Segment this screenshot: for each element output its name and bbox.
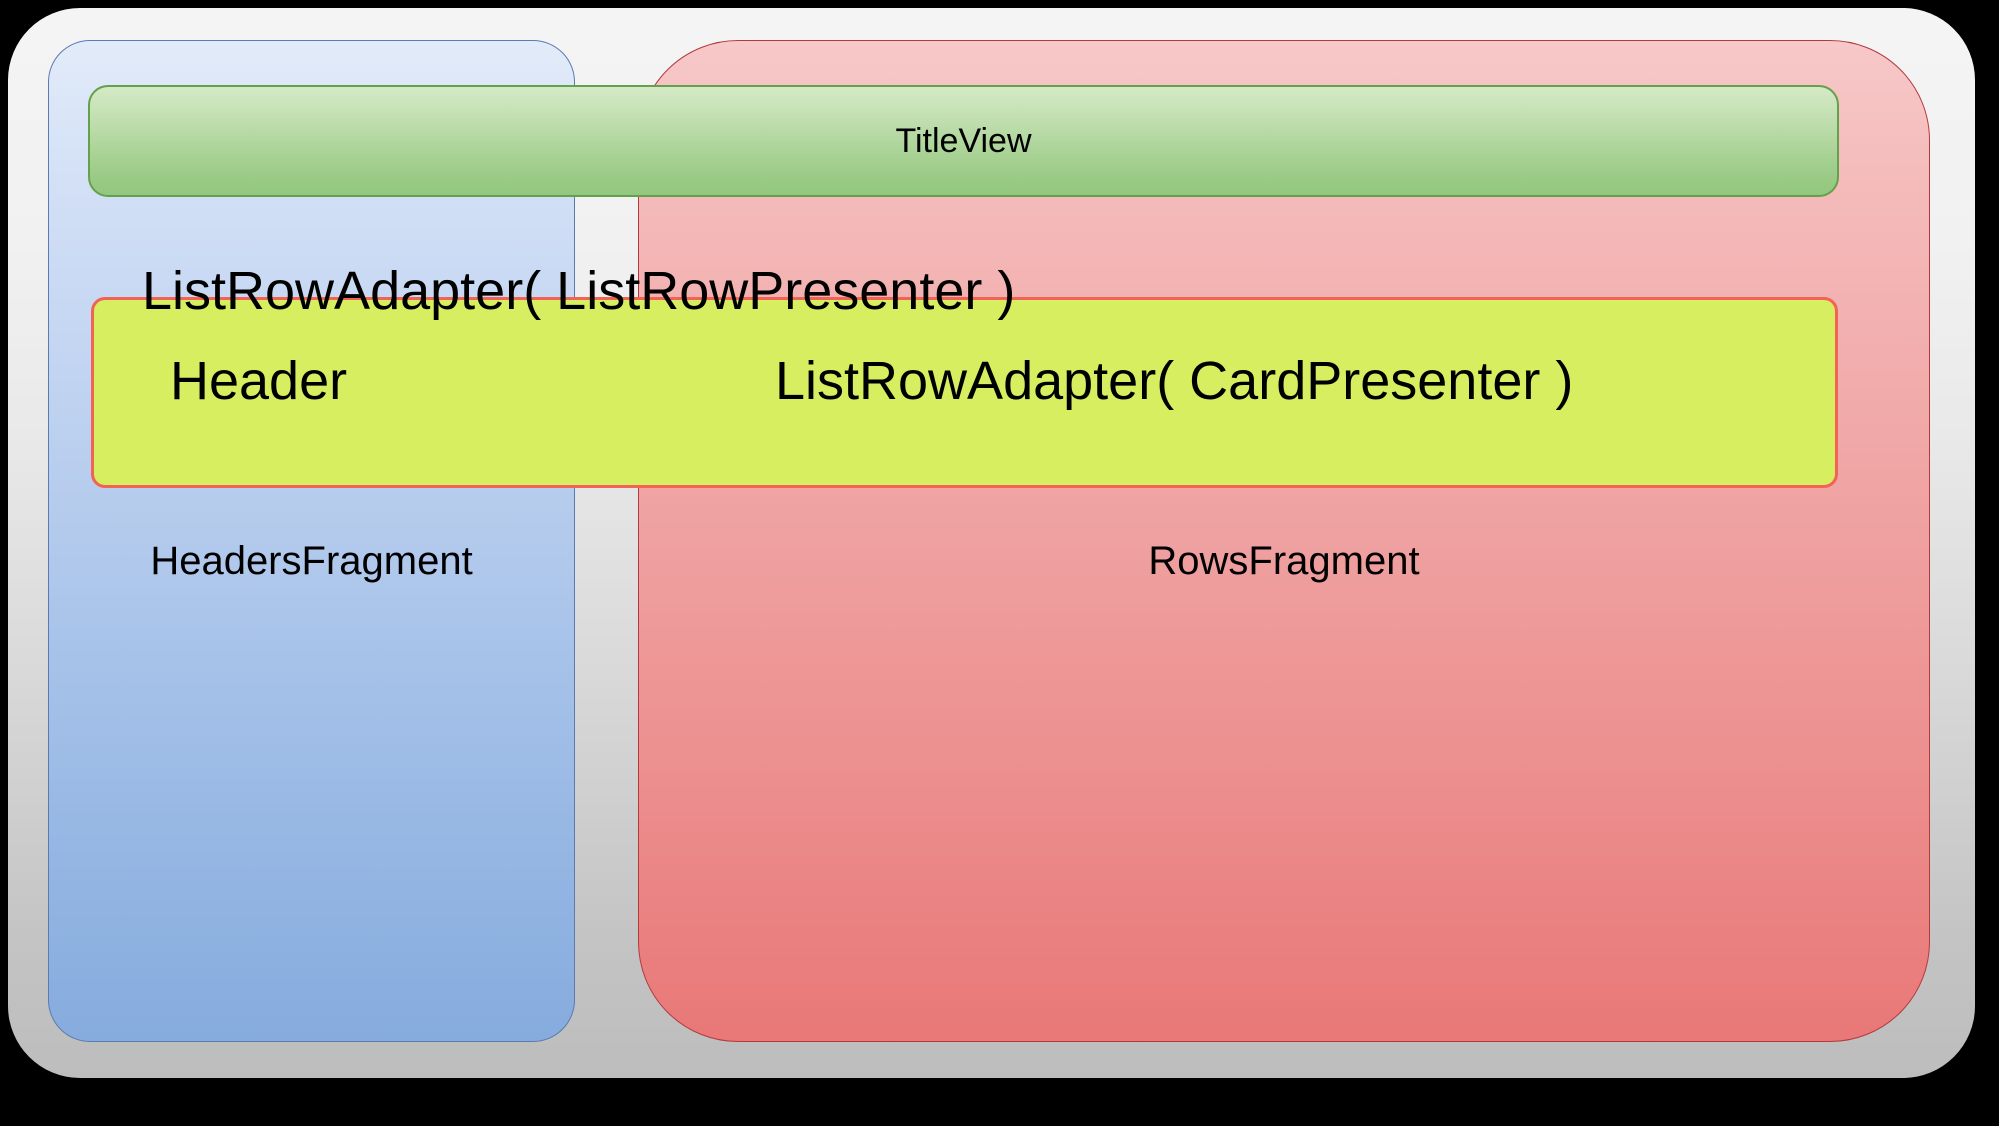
title-view-box[interactable]: TitleView <box>88 85 1839 197</box>
list-row-adapter-list-row-presenter-label: ListRowAdapter( ListRowPresenter ) <box>142 261 1016 321</box>
rows-fragment-panel[interactable] <box>638 40 1930 1042</box>
list-row-box[interactable] <box>91 297 1838 488</box>
header-label: Header <box>170 351 348 411</box>
rows-fragment-label: RowsFragment <box>1148 539 1420 583</box>
headers-fragment-panel[interactable] <box>48 40 575 1042</box>
headers-fragment-label: HeadersFragment <box>150 539 473 583</box>
list-row-adapter-card-presenter-label: ListRowAdapter( CardPresenter ) <box>775 351 1574 411</box>
title-view-label: TitleView <box>895 121 1032 160</box>
